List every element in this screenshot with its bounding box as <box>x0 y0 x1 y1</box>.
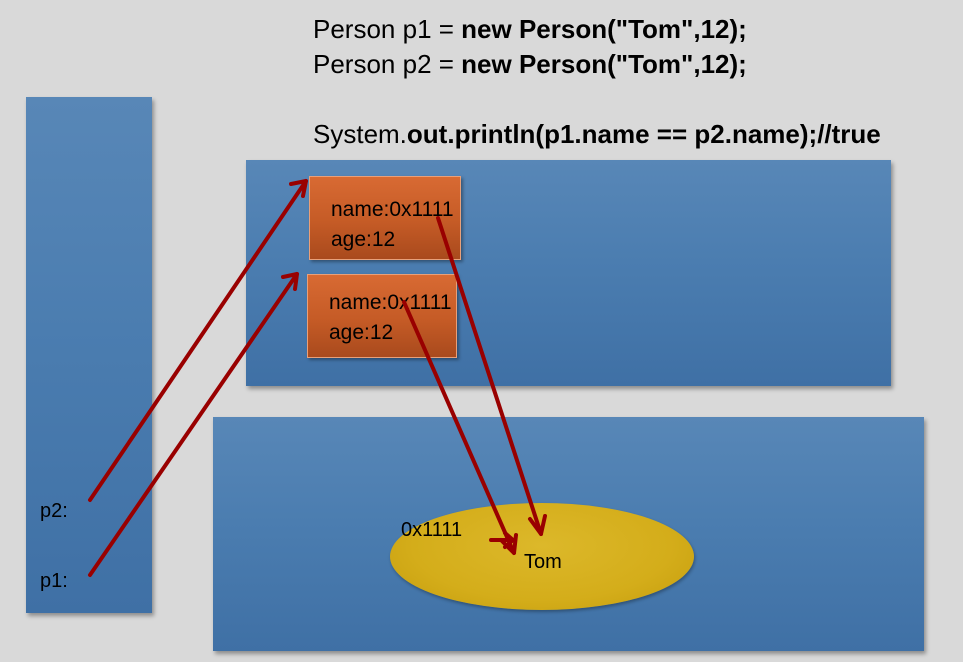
code-line-3-statement: out.println(p1.name == p2.name);//true <box>406 119 881 149</box>
heap-object-p1 <box>307 274 457 358</box>
heap-object-p2 <box>309 176 461 260</box>
string-constant-value: Tom <box>524 551 562 573</box>
string-constant-address: 0x1111 <box>401 519 463 541</box>
code-line-1: Person p1 = new Person("Tom",12); <box>313 16 747 42</box>
code-line-3-class: System. <box>313 119 407 149</box>
heap-object-p1-name-field: name:0x1111 <box>329 291 452 314</box>
stack-variable-p1: p1: <box>40 570 68 592</box>
code-line-3: System.out.println(p1.name == p2.name);/… <box>313 121 881 147</box>
code-line-2-constructor: new Person("Tom",12); <box>461 49 747 79</box>
heap-object-p2-name-field: name:0x1111 <box>331 198 454 221</box>
stack-panel <box>26 97 152 613</box>
code-line-1-declaration: Person p1 = <box>313 14 462 44</box>
stack-variable-p2: p2: <box>40 500 68 522</box>
heap-object-p1-age-field: age:12 <box>329 321 394 344</box>
code-line-1-constructor: new Person("Tom",12); <box>461 14 747 44</box>
heap-object-p2-age-field: age:12 <box>331 228 396 251</box>
code-line-2-declaration: Person p2 = <box>313 49 462 79</box>
code-line-2: Person p2 = new Person("Tom",12); <box>313 51 747 77</box>
